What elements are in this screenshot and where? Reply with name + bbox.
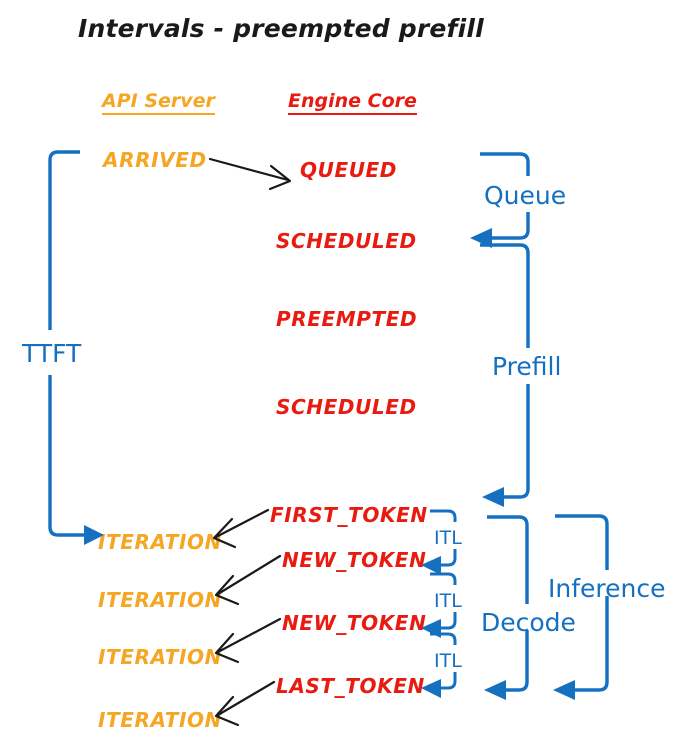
- arrowhead-prefill: [482, 487, 504, 507]
- event-iteration-3: ITERATION: [98, 645, 222, 669]
- event-arrived: ARRIVED: [103, 148, 207, 172]
- arrowhead-queue: [470, 228, 492, 248]
- column-header-engine-core: Engine Core: [288, 90, 417, 115]
- event-preempted: PREEMPTED: [276, 307, 418, 331]
- event-new-token-2: NEW_TOKEN: [282, 611, 427, 635]
- event-scheduled-1: SCHEDULED: [276, 229, 417, 253]
- interval-label-inference: Inference: [548, 574, 666, 603]
- interval-label-itl-1: ITL: [434, 527, 462, 549]
- interval-label-itl-2: ITL: [434, 590, 462, 612]
- event-last-token: LAST_TOKEN: [276, 674, 425, 698]
- page-title: Intervals - preempted prefill: [78, 14, 484, 43]
- transition-arrow-new-token-2-to-iteration: [214, 617, 282, 664]
- event-first-token: FIRST_TOKEN: [270, 503, 428, 527]
- interval-label-itl-3: ITL: [434, 650, 462, 672]
- interval-label-ttft: TTFT: [22, 339, 82, 368]
- event-new-token-1: NEW_TOKEN: [282, 548, 427, 572]
- event-iteration-2: ITERATION: [98, 588, 222, 612]
- interval-label-queue: Queue: [484, 181, 567, 210]
- event-iteration-1: ITERATION: [98, 530, 222, 554]
- event-iteration-4: ITERATION: [98, 708, 222, 732]
- transition-arrow-last-token-to-iteration: [214, 680, 276, 727]
- interval-label-prefill: Prefill: [492, 352, 562, 381]
- transition-arrow-arrived-to-queued: [208, 157, 292, 191]
- transition-arrow-new-token-1-to-iteration: [214, 554, 282, 606]
- event-queued: QUEUED: [300, 158, 398, 182]
- event-scheduled-2: SCHEDULED: [276, 395, 417, 419]
- interval-label-decode: Decode: [481, 608, 576, 637]
- arrowhead-inference: [553, 680, 575, 700]
- column-header-api-server: API Server: [102, 90, 215, 115]
- arrowhead-decode: [484, 680, 506, 700]
- transition-arrow-first-token-to-iteration: [212, 508, 270, 549]
